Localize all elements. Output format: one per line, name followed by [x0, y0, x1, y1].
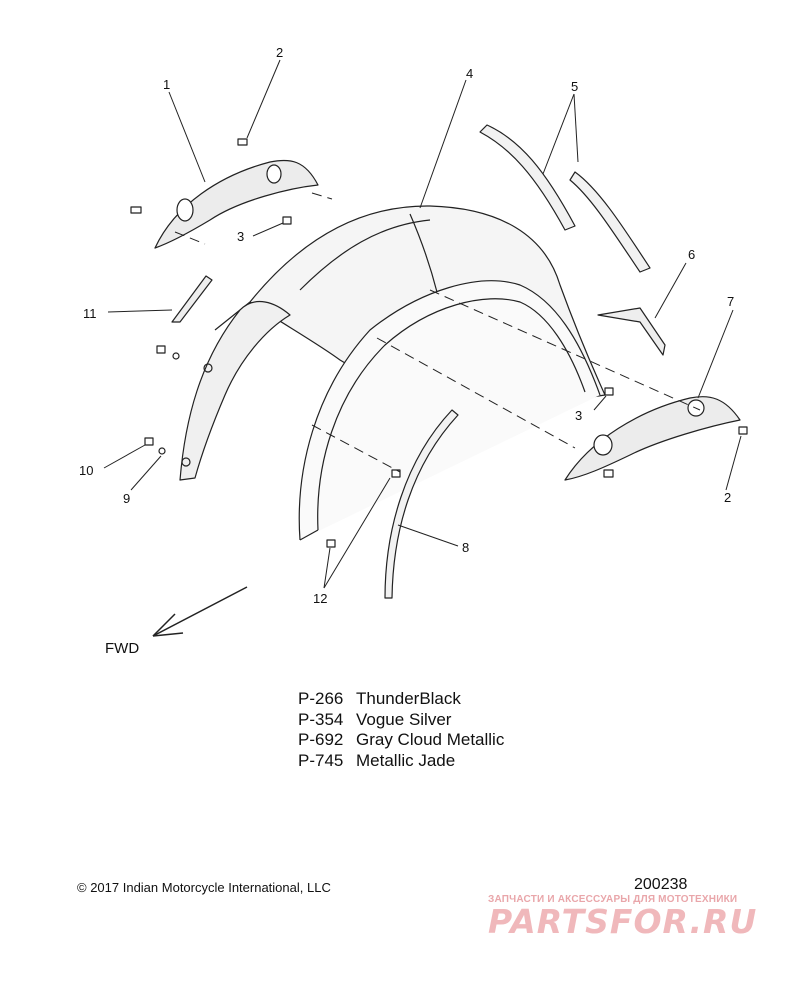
callout-5: 5 [571, 79, 578, 94]
callout-9: 9 [123, 491, 130, 506]
legend-row: P-266 ThunderBlack [298, 689, 504, 710]
part-1-left-trim [154, 159, 319, 249]
callout-labels: 1 2 3 4 5 6 7 3 2 8 10 9 11 12 FWD [79, 45, 734, 657]
legend-color-name: Metallic Jade [356, 750, 456, 770]
part-6-bracket [597, 307, 666, 356]
fasteners [130, 138, 748, 548]
callout-4: 4 [466, 66, 473, 81]
forward-arrow [152, 586, 248, 637]
callout-3-left: 3 [237, 229, 244, 244]
leader-lines [103, 59, 742, 589]
copyright-notice: © 2017 Indian Motorcycle International, … [77, 880, 331, 895]
fwd-label: FWD [105, 640, 139, 657]
callout-3-right: 3 [575, 408, 582, 423]
callout-8: 8 [462, 540, 469, 555]
callout-7: 7 [727, 294, 734, 309]
legend-row: P-745 Metallic Jade [298, 751, 504, 772]
legend-code: P-354 [298, 709, 344, 729]
fender-inner-liner [298, 280, 601, 541]
drawing-number: 200238 [634, 876, 688, 893]
part-7-right-trim [564, 396, 741, 481]
callout-2-right: 2 [724, 490, 731, 505]
callout-10: 10 [79, 463, 93, 478]
watermark-logo: PARTSFOR.RU [488, 902, 758, 941]
part-8-strip [384, 409, 459, 599]
legend-color-name: Gray Cloud Metallic [356, 730, 505, 749]
legend-row: P-354 Vogue Silver [298, 710, 504, 731]
callout-11: 11 [83, 306, 97, 321]
watermark-tagline: ЗАПЧАСТИ И АКСЕССУАРЫ ДЛЯ МОТОТЕХНИКИ [488, 894, 738, 905]
callout-1: 1 [163, 77, 170, 92]
part-11-reflector [171, 275, 213, 323]
legend-code: P-266 [298, 689, 344, 708]
legend-code: P-692 [298, 730, 344, 749]
callout-12: 12 [313, 591, 327, 606]
callout-2-top: 2 [276, 45, 283, 60]
assembly-centerlines [174, 192, 701, 473]
paint-color-legend: P-266 ThunderBlack P-354 Vogue Silver P-69… [298, 689, 504, 771]
legend-color-name: ThunderBlack [356, 689, 461, 708]
legend-code: P-745 [298, 750, 344, 770]
legend-color-name: Vogue Silver [356, 709, 452, 729]
callout-6: 6 [688, 247, 695, 262]
legend-row: P-692 Gray Cloud Metallic [298, 730, 504, 751]
left-side-panel [179, 300, 291, 481]
part-5-strips [479, 124, 651, 273]
watermark: ЗАПЧАСТИ И АКСЕССУАРЫ ДЛЯ МОТОТЕХНИКИ PA… [488, 894, 798, 941]
